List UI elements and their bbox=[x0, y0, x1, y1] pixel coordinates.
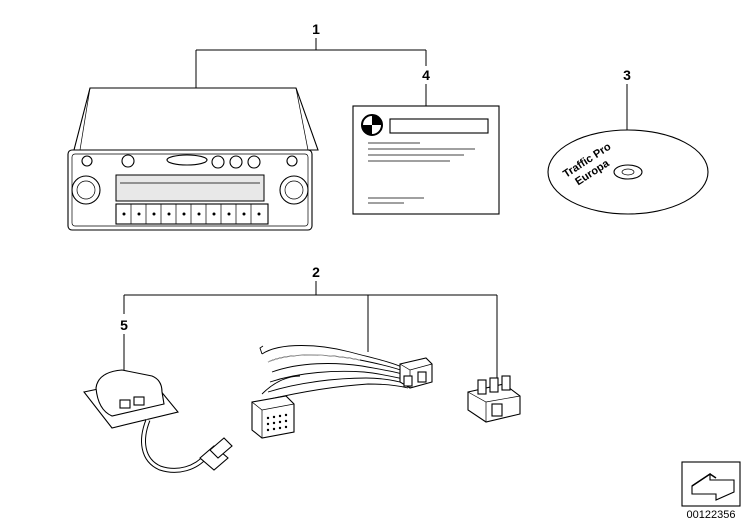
small-connector-icon bbox=[399, 357, 433, 389]
callout-4: 4 bbox=[422, 67, 430, 106]
callout-1-bracket: 1 bbox=[195, 21, 427, 88]
radio-unit-icon bbox=[67, 87, 319, 231]
wiring-harness-icon bbox=[251, 345, 433, 439]
callout-5-label: 5 bbox=[120, 317, 128, 333]
callout-3: 3 bbox=[623, 67, 631, 130]
square-connector-icon bbox=[251, 395, 295, 439]
callout-2-label: 2 bbox=[312, 264, 320, 280]
callout-1-label: 1 bbox=[312, 21, 320, 37]
reference-box: 00122356 bbox=[681, 461, 741, 521]
manual-booklet-icon bbox=[352, 105, 500, 215]
connector-plug-icon bbox=[467, 375, 521, 423]
callout-3-label: 3 bbox=[623, 67, 631, 83]
reference-arrow-icon bbox=[691, 472, 735, 501]
callout-4-label: 4 bbox=[422, 67, 430, 83]
callout-2-bracket: 2 bbox=[123, 264, 498, 378]
cd-disc-icon: Traffic Pro Europa bbox=[547, 129, 709, 215]
antenna-module-icon bbox=[83, 369, 233, 473]
callout-5: 5 bbox=[120, 317, 128, 372]
reference-number: 00122356 bbox=[687, 509, 736, 521]
